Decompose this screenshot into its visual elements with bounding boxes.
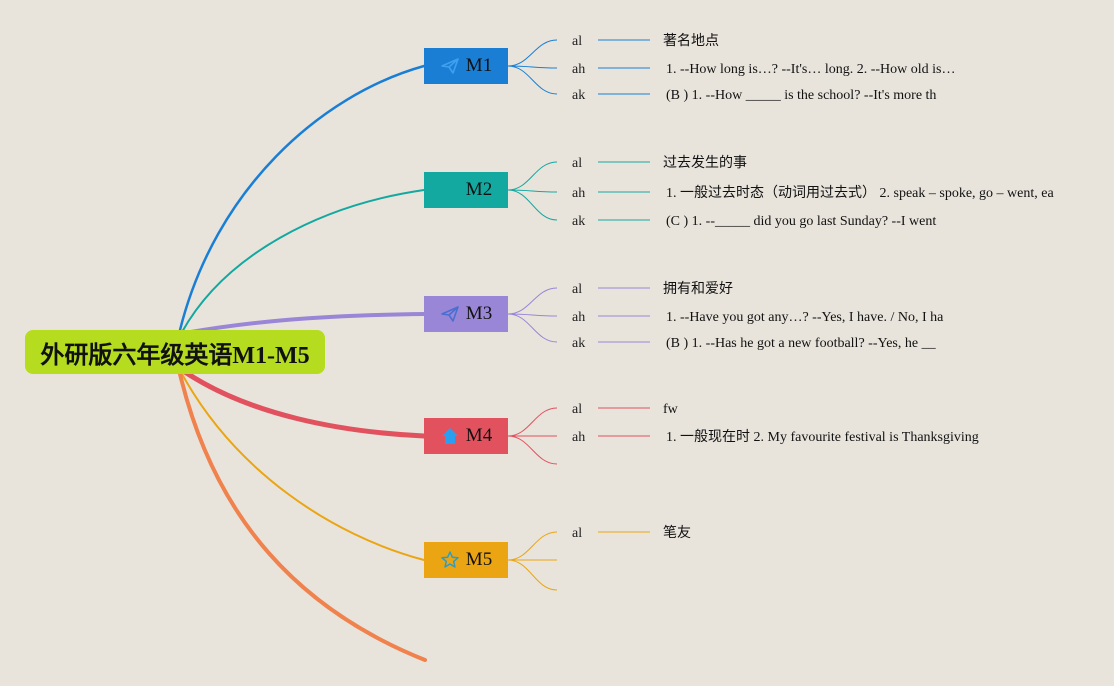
root-title: 外研版六年级英语M1-M5	[40, 342, 310, 369]
subtopic-text[interactable]: 1. --Have you got any…? --Yes, I have. /…	[666, 310, 944, 325]
subtopic-text[interactable]: (B ) 1. --How _____ is the school? --It'…	[666, 88, 937, 103]
subtopic-label[interactable]: ak	[572, 88, 586, 103]
branch-m5	[181, 373, 425, 561]
sub-branch	[507, 435, 558, 465]
sub-branch	[507, 407, 558, 437]
topic-label: M2	[465, 179, 493, 200]
subtopic-label[interactable]: ah	[572, 62, 586, 77]
subtopic-text[interactable]: (C ) 1. --_____ did you go last Sunday? …	[666, 214, 937, 229]
topic-node-m2[interactable]: M2	[424, 172, 508, 208]
topic-label: M1	[465, 55, 493, 76]
subtopic-label[interactable]: al	[572, 34, 583, 49]
topic-node-m1[interactable]: M1	[424, 48, 508, 84]
subtopic-label[interactable]: al	[572, 526, 583, 541]
subtopic-label[interactable]: al	[572, 402, 583, 417]
root-topic[interactable]: 外研版六年级英语M1-M5	[25, 330, 325, 374]
subtopic-label[interactable]: al	[572, 282, 583, 297]
subtopic-label[interactable]: ah	[572, 310, 586, 325]
subtopic-text[interactable]: 1. --How long is…? --It's… long. 2. --Ho…	[666, 62, 956, 77]
topic-label: M3	[465, 303, 493, 324]
sub-branch	[507, 39, 558, 67]
paper-plane-icon	[440, 56, 460, 76]
subtopic-text[interactable]: 著名地点	[663, 34, 719, 49]
subtopic-text[interactable]: (B ) 1. --Has he got a new football? --Y…	[666, 336, 936, 351]
branch-m3	[183, 312, 426, 335]
subtopic-label[interactable]: ak	[572, 214, 586, 229]
subtopic-text[interactable]: 1. 一般过去时态（动词用过去式） 2. speak – spoke, go –…	[666, 186, 1054, 201]
sub-branch	[507, 65, 558, 95]
subtopic-label[interactable]: ah	[572, 430, 586, 445]
subtopic-text[interactable]: 1. 一般现在时 2. My favourite festival is Tha…	[666, 430, 979, 445]
paper-plane-icon	[440, 304, 460, 324]
subtopic-label[interactable]: ah	[572, 186, 586, 201]
subtopic-text[interactable]: 拥有和爱好	[663, 282, 733, 297]
branch-m2	[181, 189, 425, 333]
topic-node-m4[interactable]: M4	[424, 418, 508, 454]
subtopic-label[interactable]: ak	[572, 336, 586, 351]
topic-label: M5	[465, 549, 493, 570]
sub-branch	[507, 189, 558, 193]
subtopic-text[interactable]: 过去发生的事	[663, 156, 747, 171]
house-icon	[440, 426, 460, 446]
subtopic-text[interactable]: fw	[663, 402, 678, 417]
branch-m4	[182, 369, 427, 439]
branch-extra	[178, 372, 427, 662]
topic-label: M4	[465, 425, 493, 446]
blank-icon	[440, 180, 460, 200]
sub-branch	[507, 313, 558, 343]
sub-branch	[507, 189, 558, 221]
subtopic-text[interactable]: 笔友	[663, 526, 691, 541]
sub-branch	[507, 531, 558, 561]
topic-node-m5[interactable]: M5	[424, 542, 508, 578]
sub-branch	[507, 161, 558, 191]
topic-node-m3[interactable]: M3	[424, 296, 508, 332]
subtopic-label[interactable]: al	[572, 156, 583, 171]
star-icon	[440, 550, 460, 570]
branch-m1	[178, 64, 426, 332]
sub-branch	[507, 287, 558, 315]
sub-branch	[507, 559, 558, 591]
